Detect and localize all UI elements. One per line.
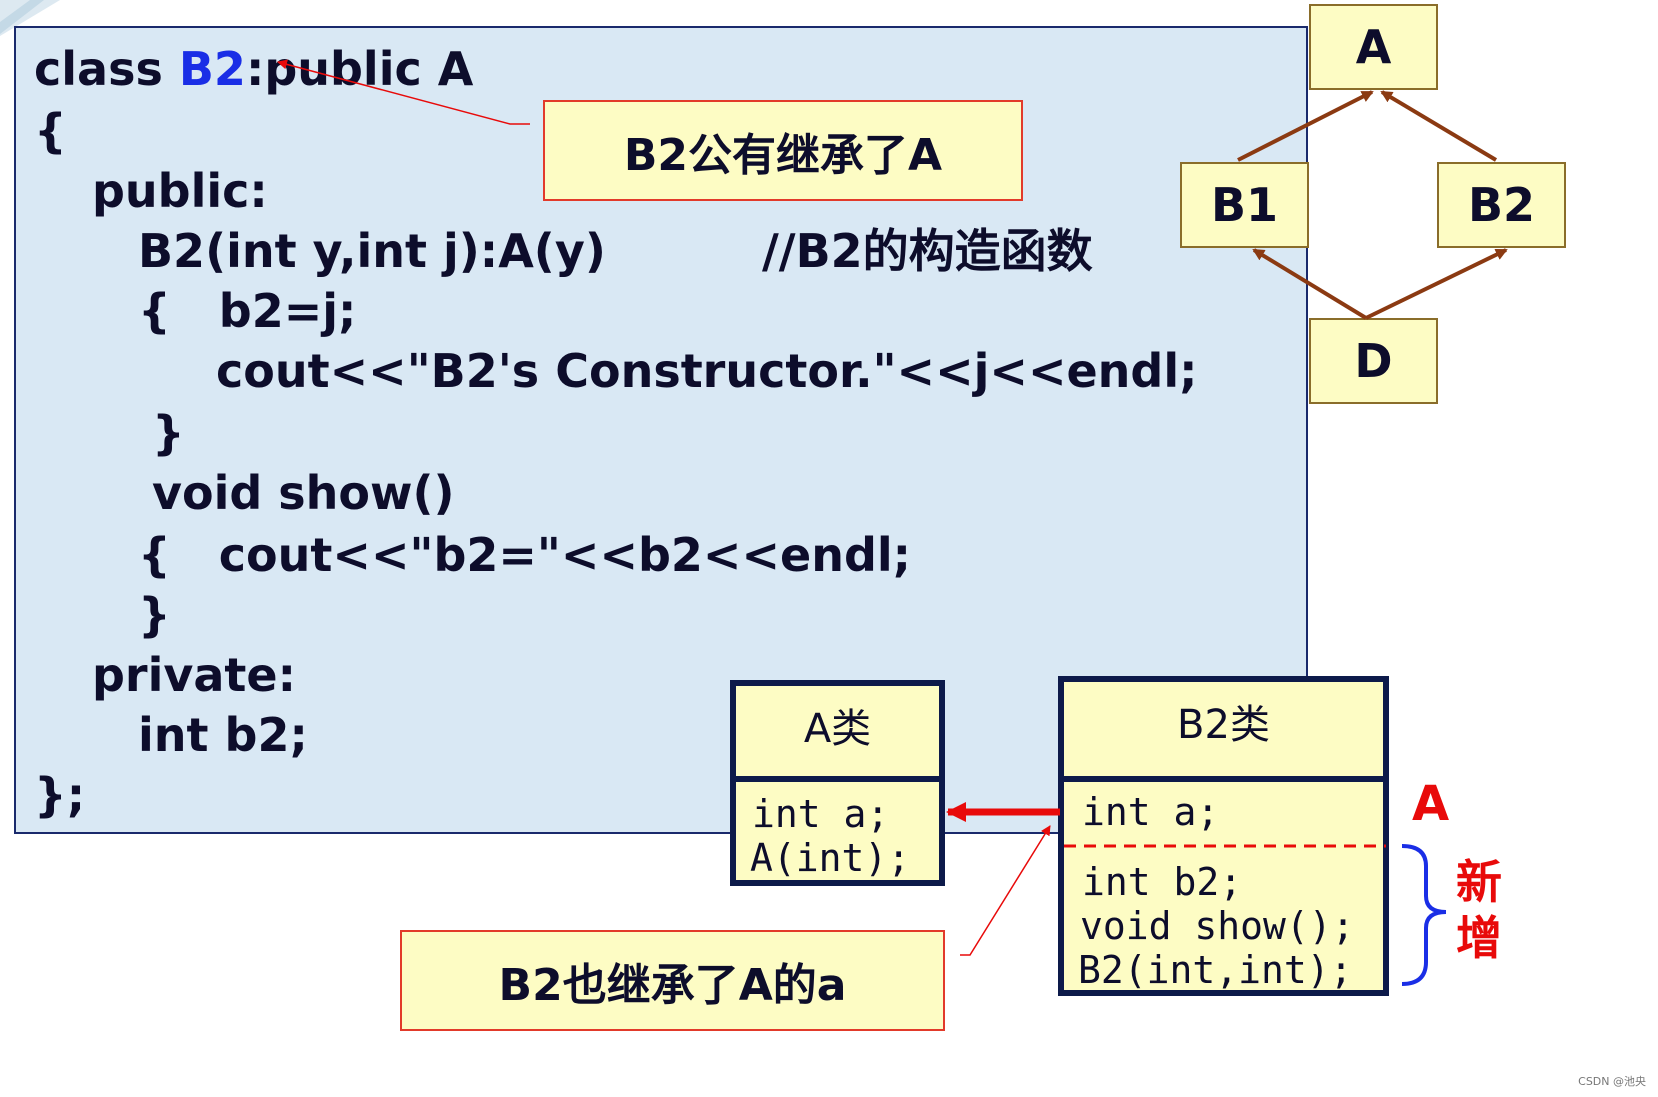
code-line-class-decl: class B2:public A	[34, 46, 473, 92]
leader-bottom-callout	[960, 825, 1051, 956]
code-line-close: };	[34, 768, 86, 822]
class-a-title: A类	[803, 706, 872, 752]
class-b2-inherited-member: int a;	[1082, 790, 1220, 834]
class-a-separator	[736, 776, 939, 782]
code-line-constructor: B2(int y,int j):A(y)	[138, 224, 606, 278]
class-a-box: A类 int a; A(int);	[730, 680, 945, 886]
code-line-show-decl: void show()	[152, 466, 455, 520]
class-a-member-ctor: A(int);	[750, 836, 911, 880]
code-line-ctor-body-start: { b2=j;	[138, 284, 357, 338]
code-class-name: B2	[178, 42, 246, 96]
class-b2-member-show: void show();	[1080, 904, 1355, 948]
inherited-tag: A	[1412, 776, 1450, 832]
callout-inherit-a-text: B2也继承了A的a	[498, 959, 847, 1011]
class-b2-member-b2: int b2;	[1082, 860, 1243, 904]
class-b2-box: B2类 int a; int b2; void show(); B2(int,i…	[1058, 676, 1389, 996]
watermark: CSDN @池央	[1578, 1075, 1646, 1088]
callout-public-inherit-text: B2公有继承了A	[623, 129, 943, 181]
hierarchy-node-b1-label: B1	[1210, 178, 1279, 232]
new-members-tag: 新增	[1456, 855, 1502, 965]
code-line-open-brace: {	[34, 104, 67, 158]
class-b2-title: B2类	[1177, 702, 1270, 748]
code-line-member-b2: int b2;	[138, 708, 308, 762]
code-line-ctor-close: }	[152, 406, 185, 460]
class-a-member-a: int a;	[752, 792, 890, 836]
new-members-brace	[1401, 844, 1447, 986]
code-line-private: private:	[92, 648, 296, 702]
hierarchy-node-b2-label: B2	[1467, 178, 1536, 232]
hierarchy-node-a: A	[1309, 4, 1438, 90]
callout-inherit-a: B2也继承了A的a	[400, 930, 945, 1031]
code-base-spec: :public A	[245, 42, 474, 96]
code-keyword-class: class	[34, 42, 179, 96]
arrow-b2-to-a	[1380, 90, 1498, 162]
hierarchy-node-b1: B1	[1180, 162, 1309, 248]
class-b2-member-ctor: B2(int,int);	[1078, 948, 1353, 992]
code-line-public: public:	[92, 164, 268, 218]
code-line-show-body: { cout<<"b2="<<b2<<endl;	[138, 528, 912, 582]
arrow-d-to-b2	[1365, 248, 1508, 320]
hierarchy-node-a-label: A	[1355, 20, 1392, 74]
code-line-constructor-comment: //B2的构造函数	[762, 224, 1093, 278]
callout-public-inherit: B2公有继承了A	[543, 100, 1023, 201]
hierarchy-node-b2: B2	[1437, 162, 1566, 248]
hierarchy-node-d: D	[1309, 318, 1438, 404]
code-line-show-close: }	[138, 588, 171, 642]
class-b2-separator	[1064, 776, 1383, 782]
hierarchy-node-d-label: D	[1354, 334, 1393, 388]
code-line-ctor-cout: cout<<"B2's Constructor."<<j<<endl;	[216, 344, 1198, 398]
